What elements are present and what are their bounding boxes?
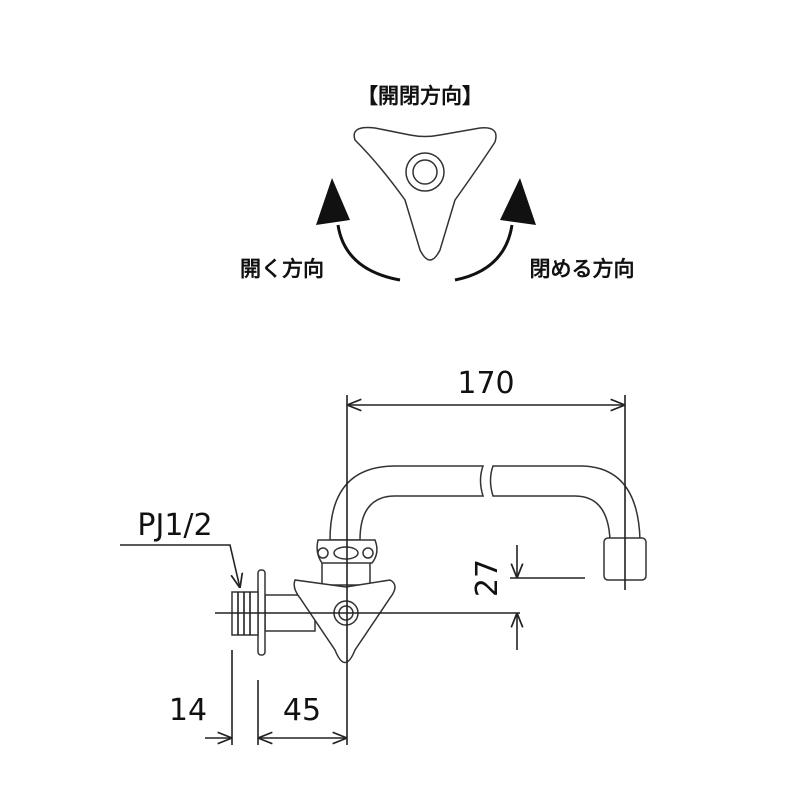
dim-spout-height: 27 (470, 559, 505, 597)
dim-thread-length: 14 (169, 693, 207, 728)
close-direction-label: 閉める方向 (530, 257, 635, 281)
close-direction-arrow-icon (454, 178, 536, 282)
direction-title: 【開閉方向】 (357, 84, 483, 108)
dim-body-length: 45 (283, 693, 321, 728)
open-direction-label: 開く方向 (240, 257, 324, 281)
handle-top-view (353, 126, 497, 261)
thread-spec-label: PJ1/2 (137, 508, 212, 543)
dim-spout-length: 170 (457, 366, 514, 401)
open-direction-arrow-icon (316, 178, 401, 282)
valve-body (231, 539, 396, 664)
thread-leader-line (120, 544, 240, 588)
